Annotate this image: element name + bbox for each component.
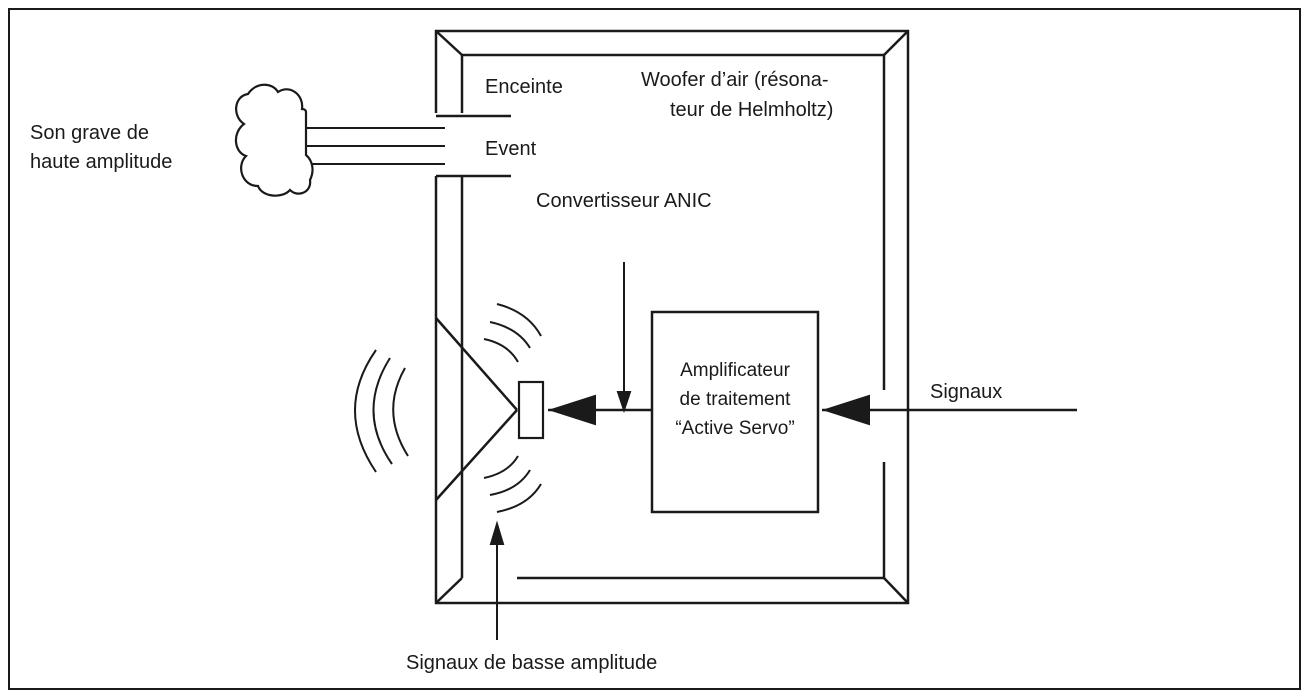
bevel-top-right bbox=[883, 30, 909, 56]
wave-arc bbox=[392, 367, 409, 457]
low-signal-pointer-head bbox=[489, 520, 505, 545]
label-amp-line1: Amplificateur bbox=[680, 360, 790, 381]
bevel-bottom-right bbox=[883, 577, 909, 604]
bevel-top-left bbox=[435, 30, 463, 56]
enclosure bbox=[434, 29, 910, 605]
converter-pointer bbox=[616, 262, 632, 414]
label-amp-line3: “Active Servo” bbox=[675, 418, 794, 439]
air-jet-lines bbox=[306, 127, 445, 165]
wave-arc bbox=[354, 349, 377, 473]
amplifier-box bbox=[650, 310, 820, 514]
wave-arc bbox=[483, 455, 519, 479]
outer-frame bbox=[8, 8, 1301, 690]
vent-port bbox=[436, 114, 511, 178]
label-sound-line2: haute amplitude bbox=[30, 151, 172, 173]
sound-waves-upper bbox=[483, 303, 542, 363]
label-sound-line1: Son grave de bbox=[30, 122, 149, 144]
wave-arc bbox=[372, 357, 393, 465]
label-vent: Event bbox=[485, 138, 537, 160]
wave-arc bbox=[489, 469, 531, 496]
sound-cloud bbox=[234, 83, 314, 197]
enclosure-inner-wall-top bbox=[460, 53, 886, 390]
converter-pointer-head bbox=[616, 391, 632, 414]
sound-waves-lower bbox=[483, 455, 542, 513]
cone-upper-edge bbox=[435, 317, 518, 411]
enclosure-outer-wall bbox=[434, 29, 910, 605]
label-amp-line2: de traitement bbox=[680, 389, 792, 410]
wave-arc bbox=[496, 483, 542, 513]
label-converter: Convertisseur ANIC bbox=[536, 190, 712, 212]
wave-arc bbox=[483, 338, 519, 363]
voice-coil bbox=[517, 380, 545, 440]
wave-arc bbox=[496, 303, 542, 337]
wave-arc bbox=[489, 321, 531, 349]
speaker-cone bbox=[435, 317, 518, 501]
label-signals: Signaux bbox=[930, 381, 1002, 403]
bevel-bottom-left bbox=[435, 577, 463, 604]
cone-lower-edge bbox=[435, 409, 518, 501]
low-signal-pointer bbox=[489, 520, 505, 640]
label-woofer-line1: Woofer d’air (résona- bbox=[641, 69, 828, 91]
label-low-signals: Signaux de basse amplitude bbox=[406, 652, 657, 674]
sound-waves-left bbox=[354, 349, 409, 473]
label-enclosure: Enceinte bbox=[485, 76, 563, 98]
label-woofer-line2: teur de Helmholtz) bbox=[670, 99, 833, 121]
